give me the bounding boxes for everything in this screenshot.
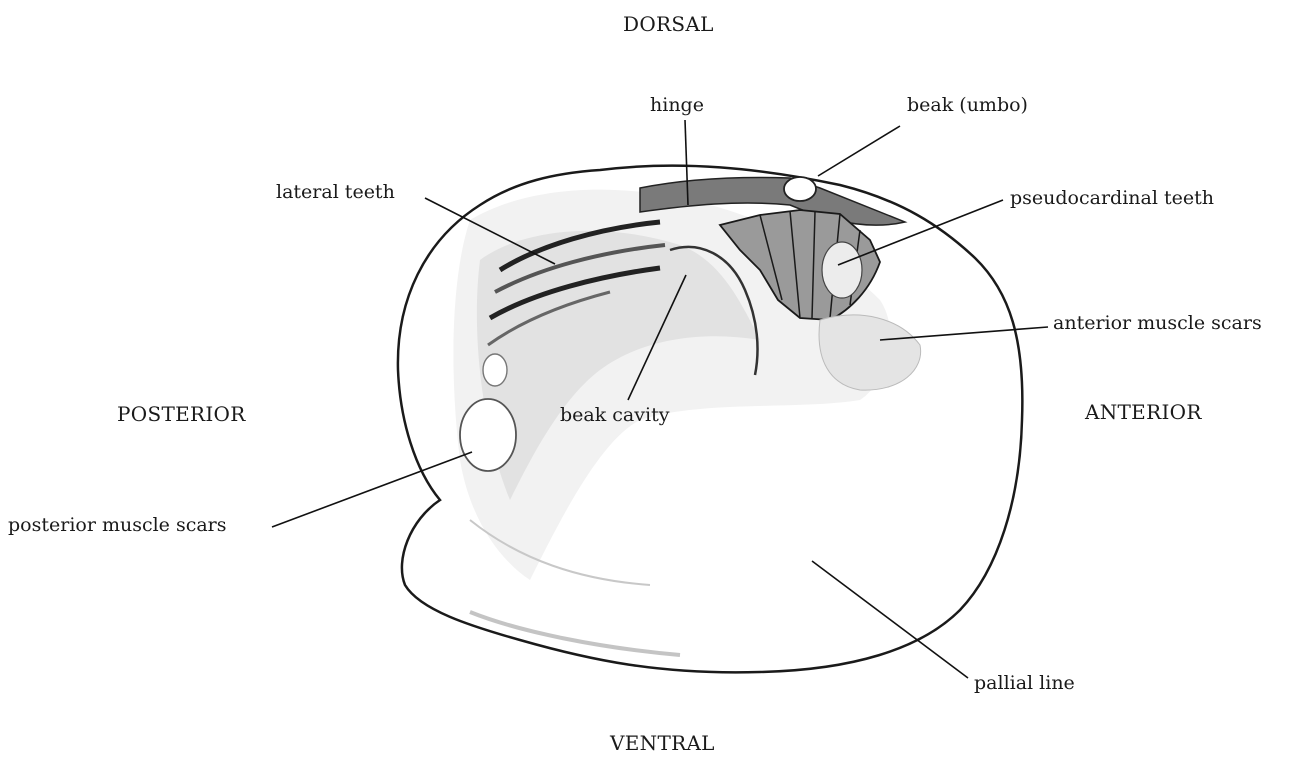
label-lateral-teeth: lateral teeth [276,183,395,202]
label-posterior: POSTERIOR [117,404,246,424]
label-anterior: ANTERIOR [1085,402,1202,422]
label-beak-umbo: beak (umbo) [907,96,1028,115]
label-anterior-muscle-scars: anterior muscle scars [1053,314,1262,333]
label-posterior-muscle-scars: posterior muscle scars [8,516,227,535]
leader-posterior-muscle-scars [272,452,472,527]
leader-beak-umbo [818,126,900,176]
posterior-muscle-scar [460,399,516,471]
pseudocardinal-tooth-light [822,242,862,298]
label-beak-cavity: beak cavity [560,406,669,425]
label-hinge: hinge [650,96,704,115]
label-pallial-line: pallial line [974,674,1075,693]
label-ventral: VENTRAL [610,733,715,753]
leader-pallial-line [812,561,968,678]
beak-umbo-knob [784,177,816,201]
label-dorsal: DORSAL [623,14,714,34]
label-pseudocardinal-teeth: pseudocardinal teeth [1010,189,1214,208]
posterior-muscle-scar-small [483,354,507,386]
